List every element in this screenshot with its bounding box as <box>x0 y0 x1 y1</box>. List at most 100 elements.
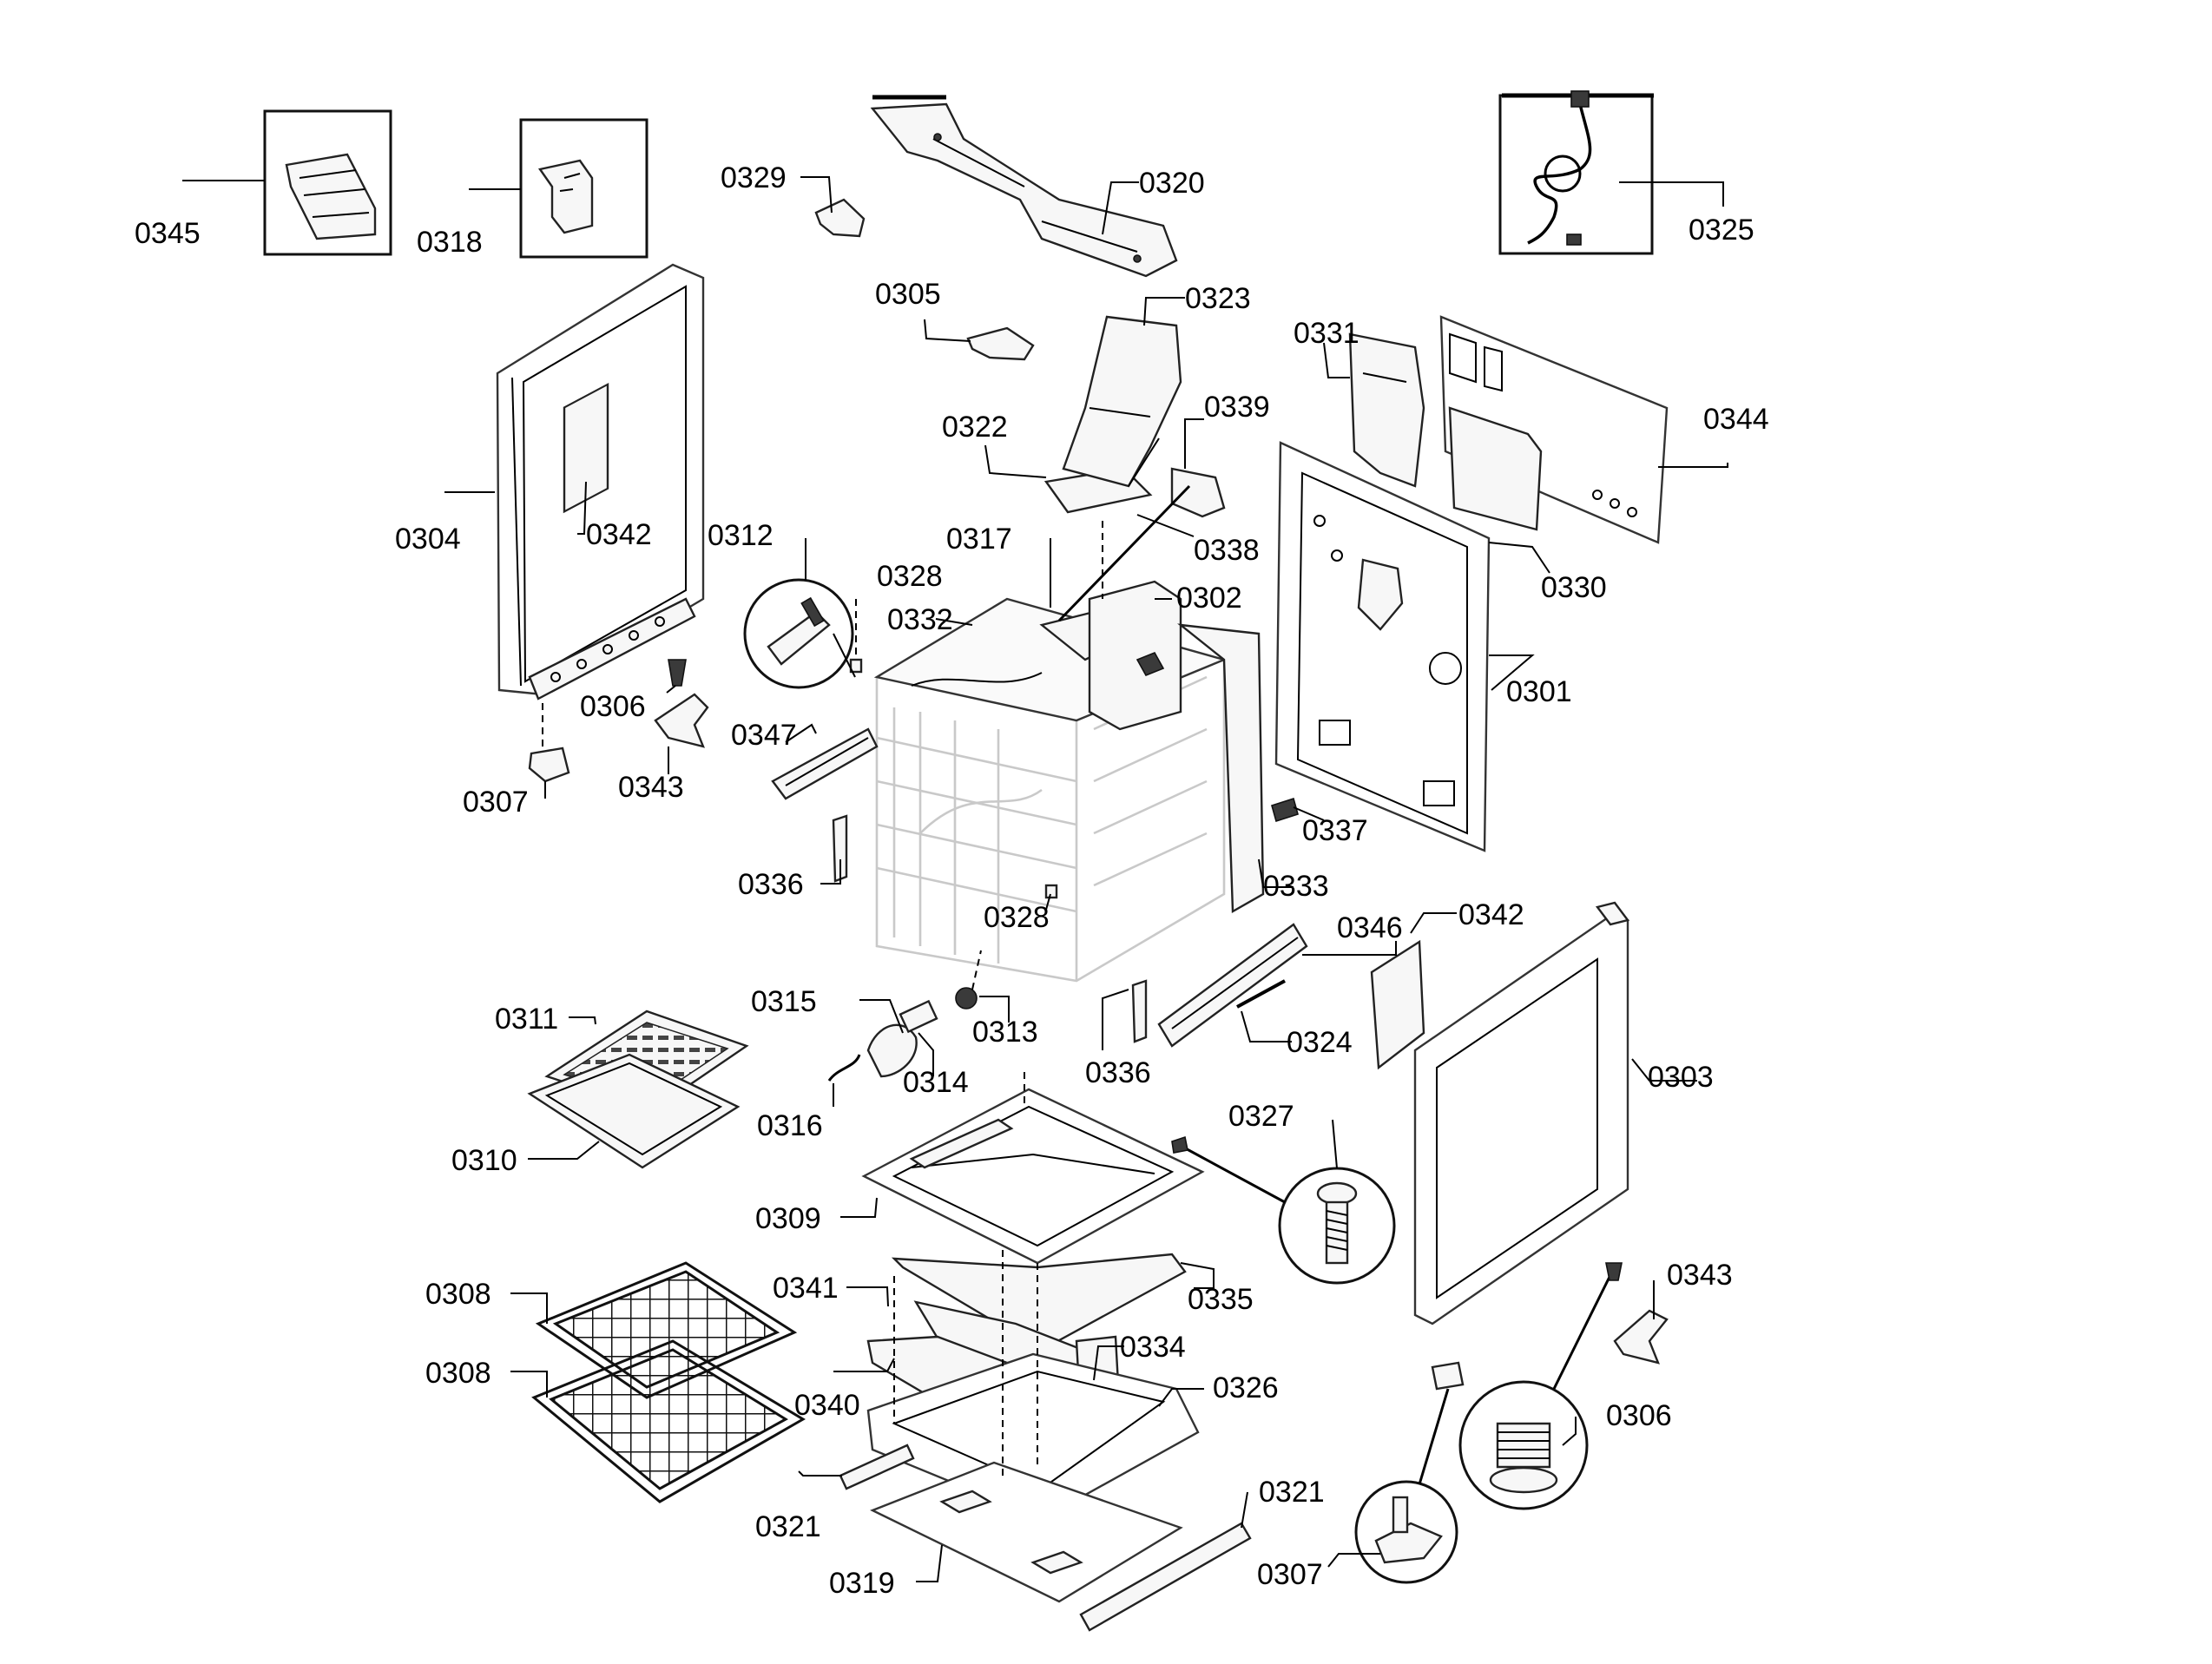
part-0329-clip[interactable] <box>814 198 866 238</box>
label-0316: 0316 <box>757 1109 823 1142</box>
label-0319: 0319 <box>829 1567 895 1600</box>
label-0308-lower: 0308 <box>425 1357 491 1390</box>
part-0325-inset[interactable] <box>1498 90 1654 255</box>
label-0307-lower: 0307 <box>1257 1558 1323 1591</box>
label-0308-upper: 0308 <box>425 1278 491 1311</box>
label-0312: 0312 <box>708 519 774 552</box>
part-0308-rack-lower[interactable] <box>531 1339 806 1503</box>
label-0343-lower: 0343 <box>1667 1259 1733 1292</box>
part-0309-oven-bottom[interactable] <box>861 1088 1205 1265</box>
label-0302: 0302 <box>1176 582 1242 615</box>
label-0346: 0346 <box>1337 911 1403 944</box>
part-0321-rail-left[interactable] <box>839 1444 915 1490</box>
part-0310-filter-frame[interactable] <box>527 1053 741 1169</box>
part-0301-rear-wall[interactable] <box>1274 441 1491 852</box>
part-0307-leveler-small[interactable] <box>528 703 570 783</box>
label-0328-upper: 0328 <box>877 560 943 593</box>
part-0318-inset[interactable] <box>519 118 648 259</box>
label-0328-lower: 0328 <box>984 901 1050 934</box>
part-0343-hinge[interactable] <box>1613 1309 1669 1365</box>
part-0337-clip[interactable] <box>1271 797 1299 823</box>
label-0334: 0334 <box>1120 1331 1186 1364</box>
part-0347-rail[interactable] <box>771 727 879 800</box>
part-0308-rack-upper[interactable] <box>535 1261 798 1399</box>
part-0333-side-insulation[interactable] <box>1177 623 1265 914</box>
part-0343-hinge-small[interactable] <box>654 693 709 748</box>
label-0317: 0317 <box>946 523 1012 556</box>
part-0330-cover[interactable] <box>1448 406 1543 531</box>
part-0303-side-panel[interactable] <box>1413 901 1630 1325</box>
part-0331-cover[interactable] <box>1348 332 1425 488</box>
part-0313-socket[interactable] <box>955 950 982 1010</box>
label-0325: 0325 <box>1689 214 1754 247</box>
part-0305-clip[interactable] <box>966 326 1035 361</box>
part-0321-rail-right[interactable] <box>1079 1522 1252 1632</box>
label-0321-right: 0321 <box>1259 1476 1325 1509</box>
part-0302-insulation[interactable] <box>1088 580 1182 731</box>
label-0315: 0315 <box>751 985 817 1018</box>
label-0301: 0301 <box>1506 675 1572 708</box>
label-0335: 0335 <box>1188 1283 1254 1316</box>
label-0305: 0305 <box>875 278 941 311</box>
part-0306-screw-small[interactable] <box>668 659 687 687</box>
label-0332: 0332 <box>887 603 953 636</box>
part-0320-bracket[interactable] <box>870 95 1178 278</box>
part-0323-duct[interactable] <box>1062 315 1182 488</box>
label-0306-upper: 0306 <box>580 690 646 723</box>
label-0311: 0311 <box>495 1003 558 1036</box>
label-0327: 0327 <box>1228 1100 1294 1133</box>
label-0309: 0309 <box>755 1202 821 1235</box>
label-0342-lower: 0342 <box>1458 898 1524 931</box>
label-0322: 0322 <box>942 411 1008 444</box>
label-0321-left: 0321 <box>755 1510 821 1543</box>
label-0307-upper: 0307 <box>463 786 529 819</box>
label-0336-left: 0336 <box>738 868 804 901</box>
label-0313: 0313 <box>972 1016 1038 1049</box>
label-0324: 0324 <box>1287 1026 1353 1059</box>
label-0306-lower: 0306 <box>1606 1399 1672 1432</box>
label-0304: 0304 <box>395 523 461 556</box>
label-0303: 0303 <box>1648 1061 1714 1094</box>
label-0333: 0333 <box>1263 870 1329 903</box>
part-0312-lamp-socket[interactable] <box>743 578 856 689</box>
assembly-guides <box>893 521 1103 1476</box>
label-0314: 0314 <box>903 1066 969 1099</box>
part-0328-clip-lower[interactable] <box>1044 884 1058 899</box>
part-0345-inset[interactable] <box>263 109 392 256</box>
label-0336-right: 0336 <box>1085 1056 1151 1089</box>
label-0320: 0320 <box>1139 167 1205 200</box>
label-0344: 0344 <box>1703 403 1769 436</box>
label-0345: 0345 <box>135 217 201 250</box>
label-0318: 0318 <box>417 226 483 259</box>
label-0330: 0330 <box>1541 571 1607 604</box>
part-0336-slide-left[interactable] <box>832 814 848 883</box>
part-0306-leveling-screw[interactable] <box>1458 1262 1623 1510</box>
part-0339-sensor-bracket[interactable] <box>1170 467 1226 518</box>
part-0324-rail[interactable] <box>1236 979 1286 1009</box>
part-0315-lamp-lens[interactable] <box>866 1023 918 1078</box>
part-0304-side-panel[interactable] <box>496 263 705 700</box>
part-0336-slide-right[interactable] <box>1131 979 1148 1043</box>
part-0328-clip-upper[interactable] <box>849 599 863 674</box>
label-0331: 0331 <box>1294 317 1359 350</box>
part-0316-clip[interactable] <box>827 1054 861 1082</box>
label-0340: 0340 <box>794 1389 860 1422</box>
label-0310: 0310 <box>451 1144 517 1177</box>
label-0338: 0338 <box>1194 534 1260 567</box>
leader-lines <box>182 176 1728 1582</box>
part-0307-leveler-foot[interactable] <box>1354 1361 1465 1584</box>
part-0344-back-panel[interactable] <box>1439 315 1669 544</box>
label-0323: 0323 <box>1185 282 1251 315</box>
label-0342-upper: 0342 <box>586 518 652 551</box>
part-0314-bulb[interactable] <box>899 999 938 1034</box>
label-0347: 0347 <box>731 719 797 752</box>
part-0327-screw[interactable] <box>1171 1135 1396 1285</box>
label-0341: 0341 <box>773 1272 839 1305</box>
label-0329: 0329 <box>721 161 787 194</box>
label-0337: 0337 <box>1302 814 1368 847</box>
part-0319-bottom-panel[interactable] <box>870 1461 1183 1603</box>
part-0338-wire[interactable] <box>1057 484 1191 622</box>
part-0346-rail[interactable] <box>1157 923 1308 1048</box>
part-0342-bracket-right[interactable] <box>1370 939 1425 1070</box>
